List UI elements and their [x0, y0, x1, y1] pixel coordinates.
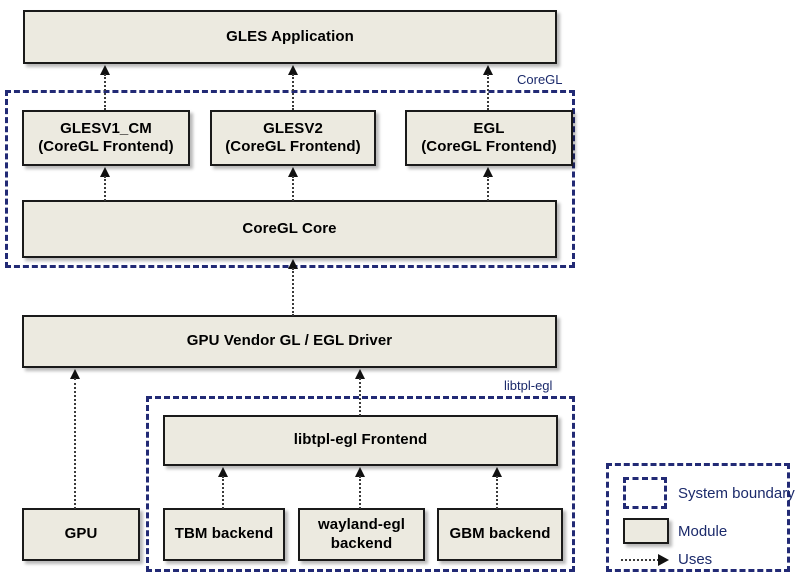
arrow-shaft	[487, 176, 489, 201]
arrow-shaft	[104, 74, 106, 110]
module-swatch-icon	[623, 518, 669, 544]
module-tbm-backend-label: TBM backend	[174, 525, 274, 543]
system-boundary-swatch-icon	[623, 477, 667, 509]
uses-arrow-vendordriver-to-coreglcore	[288, 259, 299, 316]
arrowhead-icon	[100, 167, 110, 177]
arrowhead-icon	[288, 65, 298, 75]
uses-arrow-egl-to-application	[483, 65, 494, 110]
uses-arrow-libtplfrontend-to-vendordriver	[355, 369, 366, 416]
module-coregl-core[interactable]: CoreGL Core	[22, 200, 557, 258]
module-gbm-backend-label: GBM backend	[449, 525, 551, 543]
arrow-shaft	[621, 558, 659, 561]
legend-row-uses: Uses	[621, 551, 712, 568]
module-gpu-label: GPU	[64, 525, 98, 543]
uses-arrow-waylandeglbackend-to-libtplfrontend	[355, 467, 366, 509]
module-gpu[interactable]: GPU	[22, 508, 140, 561]
arrow-shaft	[292, 74, 294, 110]
arrow-shaft	[222, 476, 224, 509]
module-wayland-egl-backend-label: wayland-egl backend	[318, 516, 405, 552]
arrow-shaft	[74, 378, 76, 509]
arrowhead-icon	[658, 553, 669, 566]
arrowhead-icon	[70, 369, 80, 379]
uses-arrow-coreglcore-to-glesv2	[288, 167, 299, 201]
module-gpu-vendor-driver-label: GPU Vendor GL / EGL Driver	[186, 332, 393, 350]
arrow-shaft	[496, 476, 498, 509]
module-gbm-backend[interactable]: GBM backend	[437, 508, 563, 561]
legend: System boundary Module Uses	[606, 463, 795, 572]
module-wayland-egl-backend[interactable]: wayland-egl backend	[298, 508, 425, 561]
arrowhead-icon	[288, 259, 298, 269]
arrowhead-icon	[355, 369, 365, 379]
module-egl-label: EGL (CoreGL Frontend)	[421, 119, 557, 155]
module-glesv2-label: GLESV2 (CoreGL Frontend)	[225, 119, 361, 155]
arrowhead-icon	[218, 467, 228, 477]
arrow-shaft	[487, 74, 489, 110]
legend-uses-label: Uses	[678, 551, 713, 568]
arrowhead-icon	[483, 167, 493, 177]
module-gles-application[interactable]: GLES Application	[23, 10, 557, 64]
system-boundary-libtpl-egl-label: libtpl-egl	[504, 378, 553, 393]
module-gpu-vendor-driver[interactable]: GPU Vendor GL / EGL Driver	[22, 315, 557, 368]
legend-row-module: Module	[623, 518, 727, 544]
arrowhead-icon	[492, 467, 502, 477]
legend-row-system-boundary: System boundary	[623, 477, 795, 509]
arrowhead-icon	[288, 167, 298, 177]
module-glesv1-cm-label: GLESV1_CM (CoreGL Frontend)	[38, 119, 174, 155]
arrow-shaft	[292, 176, 294, 201]
arrow-shaft	[359, 476, 361, 509]
arrow-shaft	[104, 176, 106, 201]
arrowhead-icon	[100, 65, 110, 75]
uses-arrow-coreglcore-to-egl	[483, 167, 494, 201]
uses-arrow-glesv2-to-application	[288, 65, 299, 110]
module-tbm-backend[interactable]: TBM backend	[163, 508, 285, 561]
legend-system-boundary-label: System boundary	[678, 484, 795, 502]
uses-arrow-tbmbackend-to-libtplfrontend	[218, 467, 229, 509]
arrow-shaft	[292, 268, 294, 316]
uses-arrow-gbmbackend-to-libtplfrontend	[492, 467, 503, 509]
uses-arrow-glesv1cm-to-application	[100, 65, 111, 110]
system-boundary-coregl-label: CoreGL	[517, 72, 563, 87]
module-glesv2[interactable]: GLESV2 (CoreGL Frontend)	[210, 110, 376, 166]
module-coregl-core-label: CoreGL Core	[242, 219, 337, 237]
uses-arrow-swatch-icon	[621, 553, 669, 566]
uses-arrow-gpu-to-vendordriver	[70, 369, 81, 509]
module-libtpl-egl-frontend[interactable]: libtpl-egl Frontend	[163, 415, 558, 466]
module-egl[interactable]: EGL (CoreGL Frontend)	[405, 110, 573, 166]
arrow-shaft	[359, 378, 361, 416]
legend-module-label: Module	[678, 522, 728, 540]
module-libtpl-egl-frontend-label: libtpl-egl Frontend	[293, 431, 428, 449]
arrowhead-icon	[483, 65, 493, 75]
module-glesv1-cm[interactable]: GLESV1_CM (CoreGL Frontend)	[22, 110, 190, 166]
uses-arrow-coreglcore-to-glesv1cm	[100, 167, 111, 201]
arrowhead-icon	[355, 467, 365, 477]
module-gles-application-label: GLES Application	[226, 27, 354, 45]
